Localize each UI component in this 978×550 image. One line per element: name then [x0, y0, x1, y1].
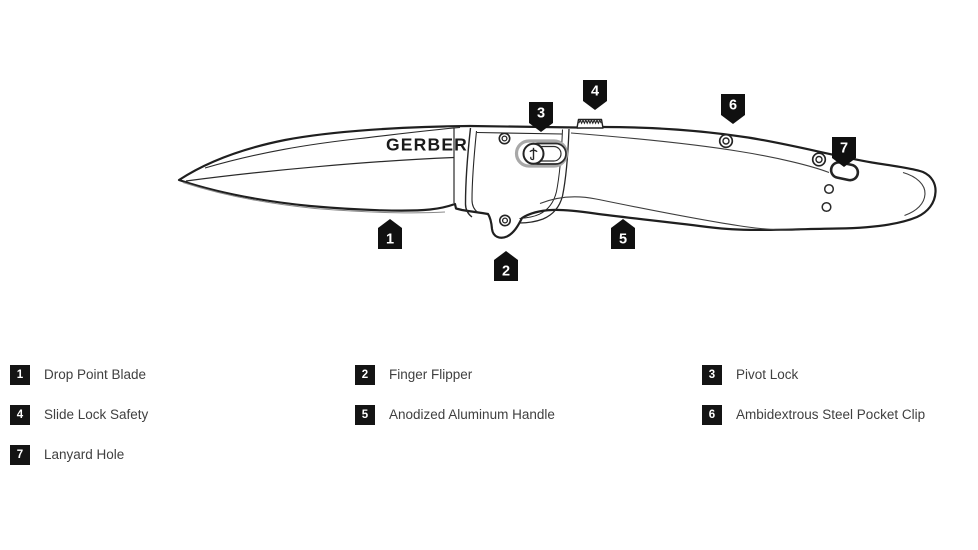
legend-label-4: Slide Lock Safety [44, 407, 149, 422]
slide-lock-serrations [578, 118, 602, 125]
legend-badge-4: 4 [10, 405, 30, 425]
marker-1-shape [378, 219, 402, 249]
legend-label-6: Ambidextrous Steel Pocket Clip [736, 407, 926, 422]
legend-badge-6: 6 [702, 405, 722, 425]
handle-hole-lower [821, 201, 832, 213]
pocket-clip-screw-front [718, 133, 734, 149]
marker-2-shape [494, 251, 518, 281]
handle-top-seam-line [570, 132, 830, 174]
knife-diagram-svg: GERBER [177, 80, 937, 281]
marker-6-shape [721, 94, 745, 124]
marker-7-shape [832, 137, 856, 167]
knife-silhouette [177, 124, 937, 239]
marker-4-shape [583, 80, 607, 110]
marker-2-number: 2 [502, 264, 510, 280]
pivot-plate-screw-bottom [498, 214, 511, 227]
legend-label-7: Lanyard Hole [44, 447, 125, 462]
marker-6-number: 6 [729, 98, 737, 114]
blade-edge-bevel-line [182, 182, 446, 214]
marker-4-number: 4 [591, 84, 599, 100]
marker-5-shape [611, 219, 635, 249]
bolster-front-line [464, 127, 473, 218]
legend-item-4: 4 Slide Lock Safety [10, 405, 148, 425]
legend-item-1: 1 Drop Point Blade [10, 365, 146, 385]
legend-badge-5: 5 [355, 405, 375, 425]
legend-item-5: 5 Anodized Aluminum Handle [355, 405, 555, 425]
marker-3-shape [529, 102, 553, 132]
handle-bottom-seam-line [539, 196, 801, 231]
blade-swedge-line [204, 126, 461, 169]
pivot-plate-screw-top [498, 132, 511, 145]
brand-logo: GERBER [386, 135, 468, 155]
marker-1-number: 1 [386, 232, 394, 248]
marker-7: 7 [832, 137, 856, 167]
pocket-clip-screw-rear [811, 152, 827, 167]
legend-label-2: Finger Flipper [389, 367, 473, 382]
blade-grind-line [185, 156, 455, 182]
legend-item-2: 2 Finger Flipper [355, 365, 472, 385]
bolster-right-line [518, 128, 570, 224]
legend-label-1: Drop Point Blade [44, 367, 147, 382]
pivot-lock-assembly [514, 139, 569, 168]
marker-6: 6 [721, 94, 745, 124]
legend-item-7: 7 Lanyard Hole [10, 445, 124, 465]
legend-badge-3: 3 [702, 365, 722, 385]
bolster-top-inner-line [476, 131, 563, 135]
marker-2: 2 [494, 251, 518, 281]
legend-label-3: Pivot Lock [736, 367, 799, 382]
marker-7-number: 7 [840, 141, 848, 157]
legend-item-3: 3 Pivot Lock [702, 365, 798, 385]
marker-3-number: 3 [537, 106, 545, 122]
marker-3: 3 [529, 102, 553, 132]
gerber-mark-icon [529, 147, 538, 161]
legend-item-6: 6 Ambidextrous Steel Pocket Clip [702, 405, 925, 425]
marker-5: 5 [611, 219, 635, 249]
legend-badge-2: 2 [355, 365, 375, 385]
legend-badge-7: 7 [10, 445, 30, 465]
handle-hole-upper [823, 183, 835, 195]
slide-lock-safety [576, 118, 604, 129]
marker-4: 4 [583, 80, 607, 110]
bolster-front-inner-line [471, 130, 479, 213]
legend-badge-1: 1 [10, 365, 30, 385]
handle-butt-inner-line [902, 171, 926, 217]
marker-1: 1 [378, 219, 402, 249]
legend-label-5: Anodized Aluminum Handle [389, 407, 555, 422]
marker-5-number: 5 [619, 232, 627, 248]
